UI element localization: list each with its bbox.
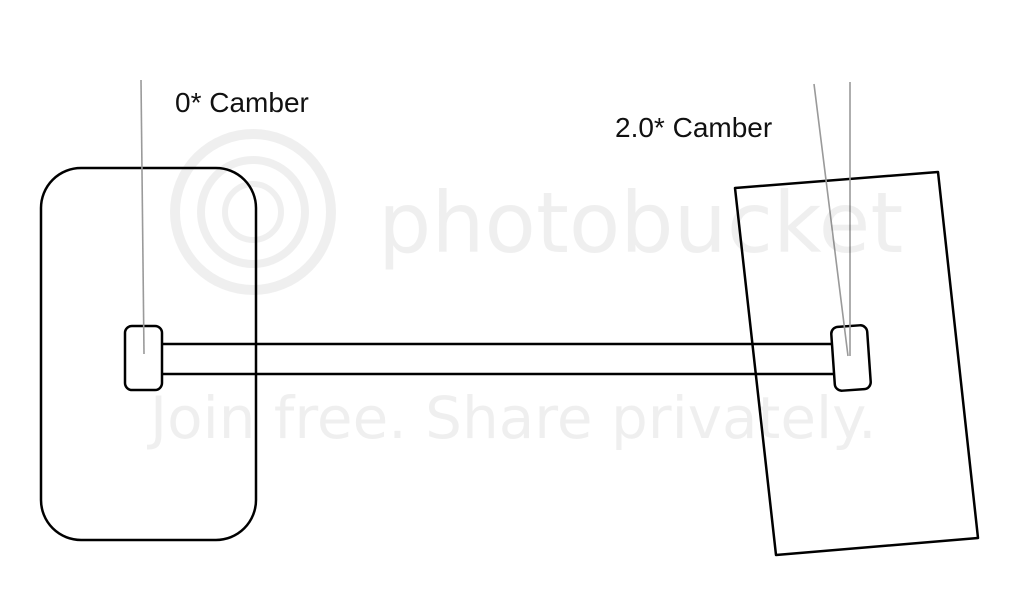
left-wheel — [39, 79, 258, 542]
axle-bar — [156, 342, 840, 376]
right-camber-label: 2.0* Camber — [615, 112, 772, 143]
watermark-brand: photobucket — [378, 174, 903, 272]
left-tire — [39, 166, 258, 542]
right-camber-angle-line — [813, 83, 849, 357]
left-vertical-reference-line — [140, 79, 145, 355]
left-camber-label: 0* Camber — [175, 87, 309, 118]
axle — [156, 342, 840, 376]
watermark: photobucket Join free. Share privately. — [147, 129, 903, 452]
watermark-logo-icon — [170, 129, 336, 295]
right-tire — [733, 170, 980, 557]
watermark-tagline: Join free. Share privately. — [147, 384, 877, 452]
right-wheel — [733, 82, 980, 557]
right-hub — [830, 324, 872, 392]
